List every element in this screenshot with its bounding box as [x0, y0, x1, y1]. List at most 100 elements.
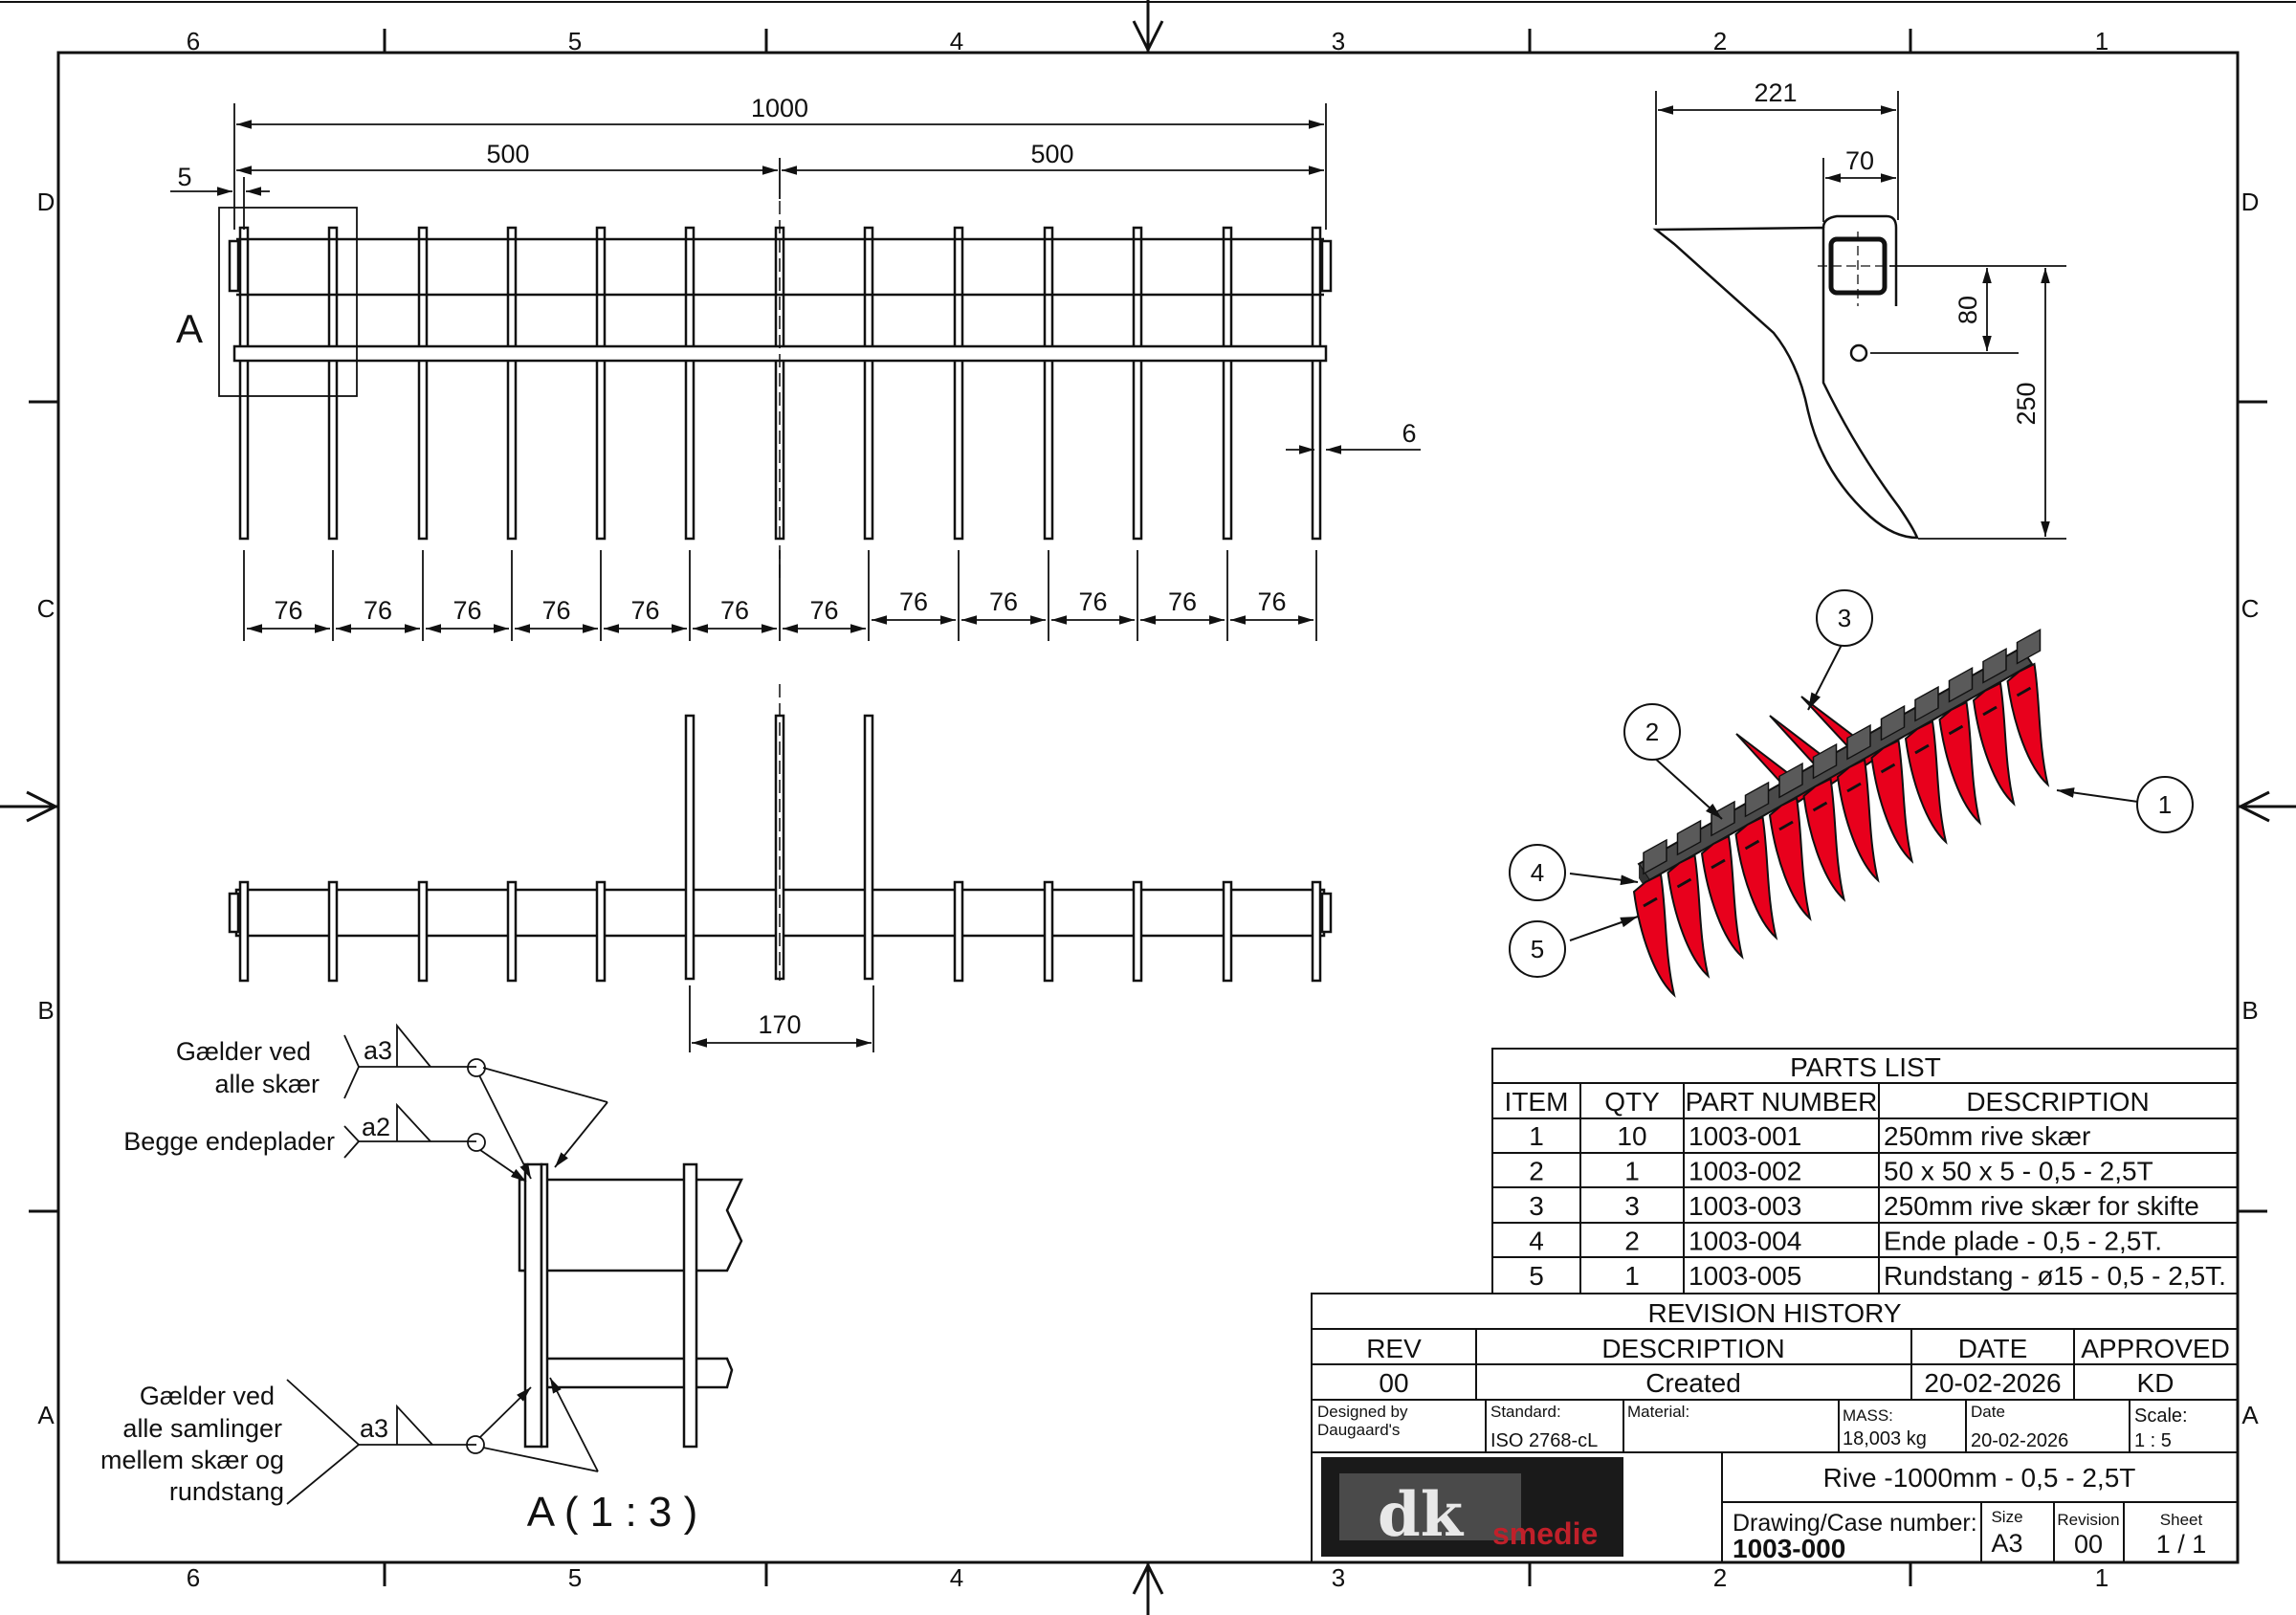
title-block-logo: dk smedie: [1321, 1457, 1623, 1557]
svg-text:B: B: [2241, 996, 2258, 1025]
parts-list-cell: Ende plade - 0,5 - 2,5T.: [1884, 1227, 2162, 1256]
svg-text:5: 5: [568, 27, 582, 55]
svg-text:20-02-2026: 20-02-2026: [1971, 1430, 2068, 1451]
pitch-label: 76: [1078, 587, 1107, 616]
pitch-label: 76: [720, 596, 749, 625]
svg-text:D: D: [37, 188, 55, 216]
iso-tine: [1938, 666, 1982, 826]
svg-text:ITEM: ITEM: [1505, 1087, 1569, 1117]
pitch-label: 76: [989, 587, 1018, 616]
iso-tine: [1700, 800, 1744, 960]
front-tine: [863, 226, 874, 541]
top-tine: [506, 880, 518, 983]
svg-text:Standard:: Standard:: [1490, 1403, 1561, 1421]
svg-text:4: 4: [950, 27, 963, 55]
svg-text:alle skær: alle skær: [214, 1070, 320, 1098]
svg-text:00: 00: [1379, 1368, 1408, 1398]
iso-tine: [1802, 742, 1846, 902]
pitch-dimensions: [243, 550, 1317, 641]
svg-text:500: 500: [486, 140, 529, 168]
svg-text:PARTS LIST: PARTS LIST: [1790, 1052, 1941, 1082]
front-tine: [595, 226, 607, 541]
svg-text:A: A: [37, 1401, 55, 1429]
svg-text:6: 6: [187, 1563, 200, 1592]
svg-text:REV: REV: [1366, 1334, 1422, 1363]
parts-list-text: PARTS LIST ITEM QTY PART NUMBER DESCRIPT…: [1505, 1052, 2150, 1117]
pitch-label: 76: [630, 596, 659, 625]
front-view: [218, 201, 1333, 584]
svg-text:KD: KD: [2137, 1368, 2175, 1398]
front-view-tines: [238, 226, 1322, 541]
svg-text:18,003 kg: 18,003 kg: [1843, 1428, 1927, 1449]
svg-text:alle samlinger: alle samlinger: [122, 1414, 282, 1443]
zone-ticks: [29, 29, 2267, 1586]
svg-text:Begge endeplader: Begge endeplader: [123, 1127, 335, 1156]
detail-a-title: A ( 1 : 3 ): [527, 1489, 698, 1536]
svg-text:1003-000: 1003-000: [1733, 1534, 1845, 1563]
iso-view: [1632, 628, 2050, 998]
svg-text:00: 00: [2074, 1530, 2103, 1559]
svg-text:221: 221: [1754, 78, 1797, 107]
svg-text:1: 1: [2158, 790, 2172, 819]
svg-text:a3: a3: [364, 1036, 392, 1065]
svg-text:80: 80: [1954, 296, 1982, 324]
parts-list-table: [1491, 1048, 2239, 1294]
parts-list-cell: 1003-004: [1689, 1227, 1801, 1256]
svg-text:a2: a2: [362, 1113, 390, 1141]
front-tine: [238, 226, 250, 541]
iso-balloons: [1509, 589, 2194, 978]
parts-list-cell: 2: [1529, 1157, 1544, 1186]
svg-text:DATE: DATE: [1958, 1334, 2028, 1363]
pitch-label: 76: [1257, 587, 1286, 616]
front-tine: [327, 226, 339, 541]
iso-tine: [1632, 838, 1676, 998]
top-tine: [327, 880, 339, 983]
parts-list-cell: 1003-002: [1689, 1157, 1801, 1186]
svg-text:4: 4: [1531, 858, 1544, 887]
svg-text:C: C: [37, 594, 55, 623]
weld-symbols: [286, 1023, 608, 1505]
svg-text:DESCRIPTION: DESCRIPTION: [1966, 1087, 2149, 1117]
side-view: [1652, 214, 1919, 540]
iso-tine: [1734, 781, 1778, 940]
svg-text:APPROVED: APPROVED: [2081, 1334, 2230, 1363]
svg-text:70: 70: [1845, 146, 1874, 175]
svg-text:1000: 1000: [751, 94, 808, 122]
svg-text:MASS:: MASS:: [1843, 1406, 1893, 1425]
top-tine: [953, 880, 964, 983]
front-tine: [953, 226, 964, 541]
svg-text:Sheet: Sheet: [2160, 1511, 2203, 1529]
top-tine: [417, 880, 429, 983]
top-view: [228, 684, 1333, 983]
iso-tine: [1904, 685, 1948, 845]
parts-list-cell: 1: [1624, 1157, 1640, 1186]
svg-text:2: 2: [1713, 1563, 1727, 1592]
front-tine: [506, 226, 518, 541]
svg-text:6: 6: [187, 27, 200, 55]
top-tine: [1222, 880, 1233, 983]
parts-list-cell: 10: [1617, 1121, 1646, 1151]
svg-text:Gælder ved: Gælder ved: [140, 1382, 275, 1410]
svg-text:Material:: Material:: [1627, 1403, 1689, 1421]
parts-list-cell: 250mm rive skær for skifte: [1884, 1191, 2199, 1221]
parts-list-cell: 250mm rive skær: [1884, 1121, 2090, 1151]
iso-tine: [1836, 723, 1880, 883]
front-tine: [684, 226, 695, 541]
top-tine: [863, 714, 874, 981]
svg-text:A3: A3: [1991, 1529, 2022, 1558]
svg-text:A: A: [2241, 1401, 2259, 1429]
svg-text:D: D: [2241, 188, 2260, 216]
gap-middle-dim: 170: [758, 1010, 801, 1039]
front-view-dim-text: 1000 500 500 5 6: [177, 94, 1416, 448]
svg-text:5: 5: [568, 1563, 582, 1592]
parts-list-cell: 1003-003: [1689, 1191, 1801, 1221]
top-tine: [238, 880, 250, 983]
iso-balloon-labels: 1 2 3 4 5: [1531, 604, 2172, 963]
front-tine: [1222, 226, 1233, 541]
side-view-dimensions: [1655, 91, 2066, 540]
pitch-label: 76: [899, 587, 928, 616]
pitch-label: 76: [1168, 587, 1197, 616]
svg-text:1: 1: [2095, 1563, 2108, 1592]
